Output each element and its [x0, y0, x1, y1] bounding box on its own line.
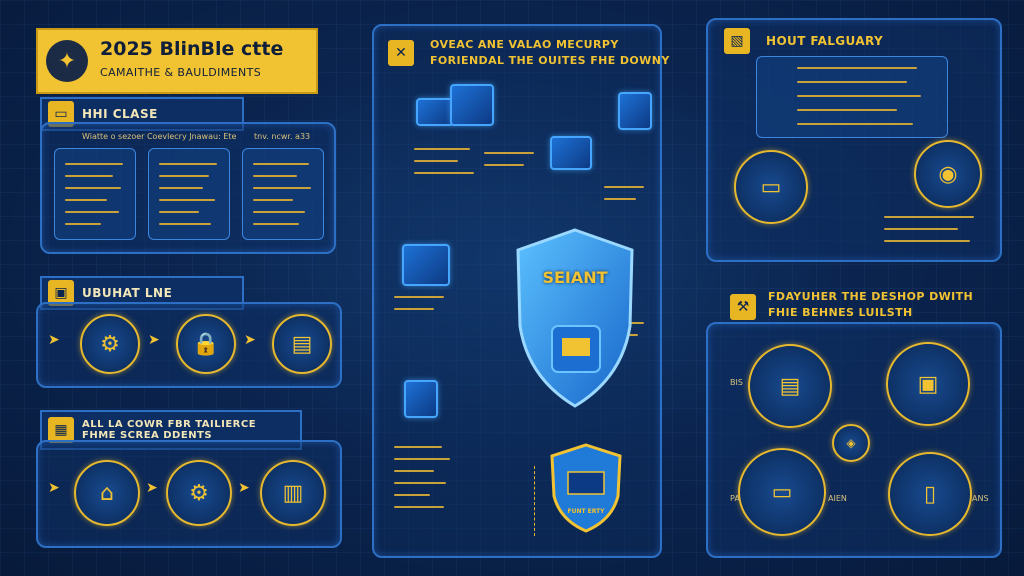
phone-icon[interactable] [618, 92, 652, 130]
section-tag-1[interactable]: ▭ HHI CLASE [40, 97, 244, 131]
user-node-icon[interactable]: ⚙ [80, 314, 140, 374]
server-icon[interactable] [402, 244, 450, 286]
node-label-1: BIS [730, 378, 743, 387]
info-card-2[interactable] [148, 148, 230, 240]
bottom-shield-icon[interactable] [548, 442, 624, 534]
section-label-2: UBUHAT LNE [82, 286, 173, 300]
center-header-1: OVEAC ANE VALAO MECURPY [430, 38, 619, 51]
bottom-shield-label: FUNT ERTY [567, 508, 605, 515]
hub-node-icon[interactable]: ◈ [832, 424, 870, 462]
main-shield-icon[interactable] [512, 226, 638, 410]
tablet-node-icon[interactable]: ▯ [888, 452, 972, 536]
section-label-1: HHI CLASE [82, 107, 158, 121]
panel-pipeline: ➤ ⚙ ➤ 🔒 ➤ ▤ [36, 302, 342, 388]
info-card-right[interactable] [756, 56, 948, 138]
info-card-3[interactable] [242, 148, 324, 240]
device-node-icon[interactable]: ▣ [886, 342, 970, 426]
document-node-icon[interactable]: ▤ [272, 314, 332, 374]
arrow-right-icon: ➤ [238, 480, 250, 496]
right-bottom-label-1: FDAYUHER THE DESHOP DWITH [768, 290, 974, 303]
arrow-right-icon: ➤ [244, 332, 256, 348]
node-label-4: ANS [972, 494, 989, 503]
camera-node-icon[interactable]: ◉ [914, 140, 982, 208]
gear-node-icon[interactable]: ⚙ [166, 460, 232, 526]
arrow-right-icon: ➤ [48, 480, 60, 496]
tools-icon: ✕ [388, 40, 414, 66]
arrow-right-icon: ➤ [48, 332, 60, 348]
right-top-label: HOUT FALGUARY [766, 34, 884, 48]
tools-icon-2: ⚒ [730, 294, 756, 320]
folder-node-icon[interactable]: ▥ [260, 460, 326, 526]
link-icon[interactable] [550, 136, 592, 170]
right-bottom-panel: ▤ ▣ ◈ ▭ ▯ BIS PA AIEN ANS [706, 322, 1002, 558]
laptop-node-icon[interactable]: ▭ [738, 448, 826, 536]
file-icon[interactable] [404, 380, 438, 418]
title-banner: ✦ 2025 BlinBle ctte CAMAITHE & BAULDIMEN… [36, 28, 318, 94]
monitor-icon[interactable] [416, 98, 454, 126]
page-subtitle: CAMAITHE & BAULDIMENTS [100, 66, 262, 79]
info-card-1[interactable] [54, 148, 136, 240]
panel-class: Wiatte o sezoer Coevlecry Jnawau: Ete tn… [40, 122, 336, 254]
chart-icon: ▧ [724, 28, 750, 54]
home-node-icon[interactable]: ⌂ [74, 460, 140, 526]
section-label-3a: ALL LA COWR FBR TAILIERCE [82, 419, 257, 430]
node-label-3: AIEN [828, 494, 847, 503]
center-header-2: FORIENDAL THE OUITES FHE DOWNY [430, 54, 670, 67]
monitor-node-icon[interactable]: ▭ [734, 150, 808, 224]
arrow-right-icon: ➤ [148, 332, 160, 348]
section-label-3b: FHME SCREA DDENTS [82, 430, 213, 441]
right-top-panel: ▧ HOUT FALGUARY ▭ ◉ [706, 18, 1002, 262]
node-label-2: PA [730, 494, 740, 503]
right-bottom-label-2: FHIE BEHNES LUILSTH [768, 306, 913, 319]
image-icon: ▣ [48, 280, 74, 306]
card-caption: Wiatte o sezoer Coevlecry Jnawau: Ete [82, 132, 237, 141]
server-node-icon[interactable]: ▤ [748, 344, 832, 428]
page-title: 2025 BlinBle ctte [100, 38, 284, 60]
panel-screens: ➤ ⌂ ➤ ⚙ ➤ ▥ [36, 440, 342, 548]
card-caption-right: tnv. ncwr. a33 [254, 132, 311, 141]
badge-icon: ✦ [46, 40, 88, 82]
lock-node-icon[interactable]: 🔒 [176, 314, 236, 374]
arrow-right-icon: ➤ [146, 480, 158, 496]
shield-label: SEIANT [542, 268, 608, 287]
laptop-icon[interactable] [450, 84, 494, 126]
grid-icon: ▦ [48, 417, 74, 443]
